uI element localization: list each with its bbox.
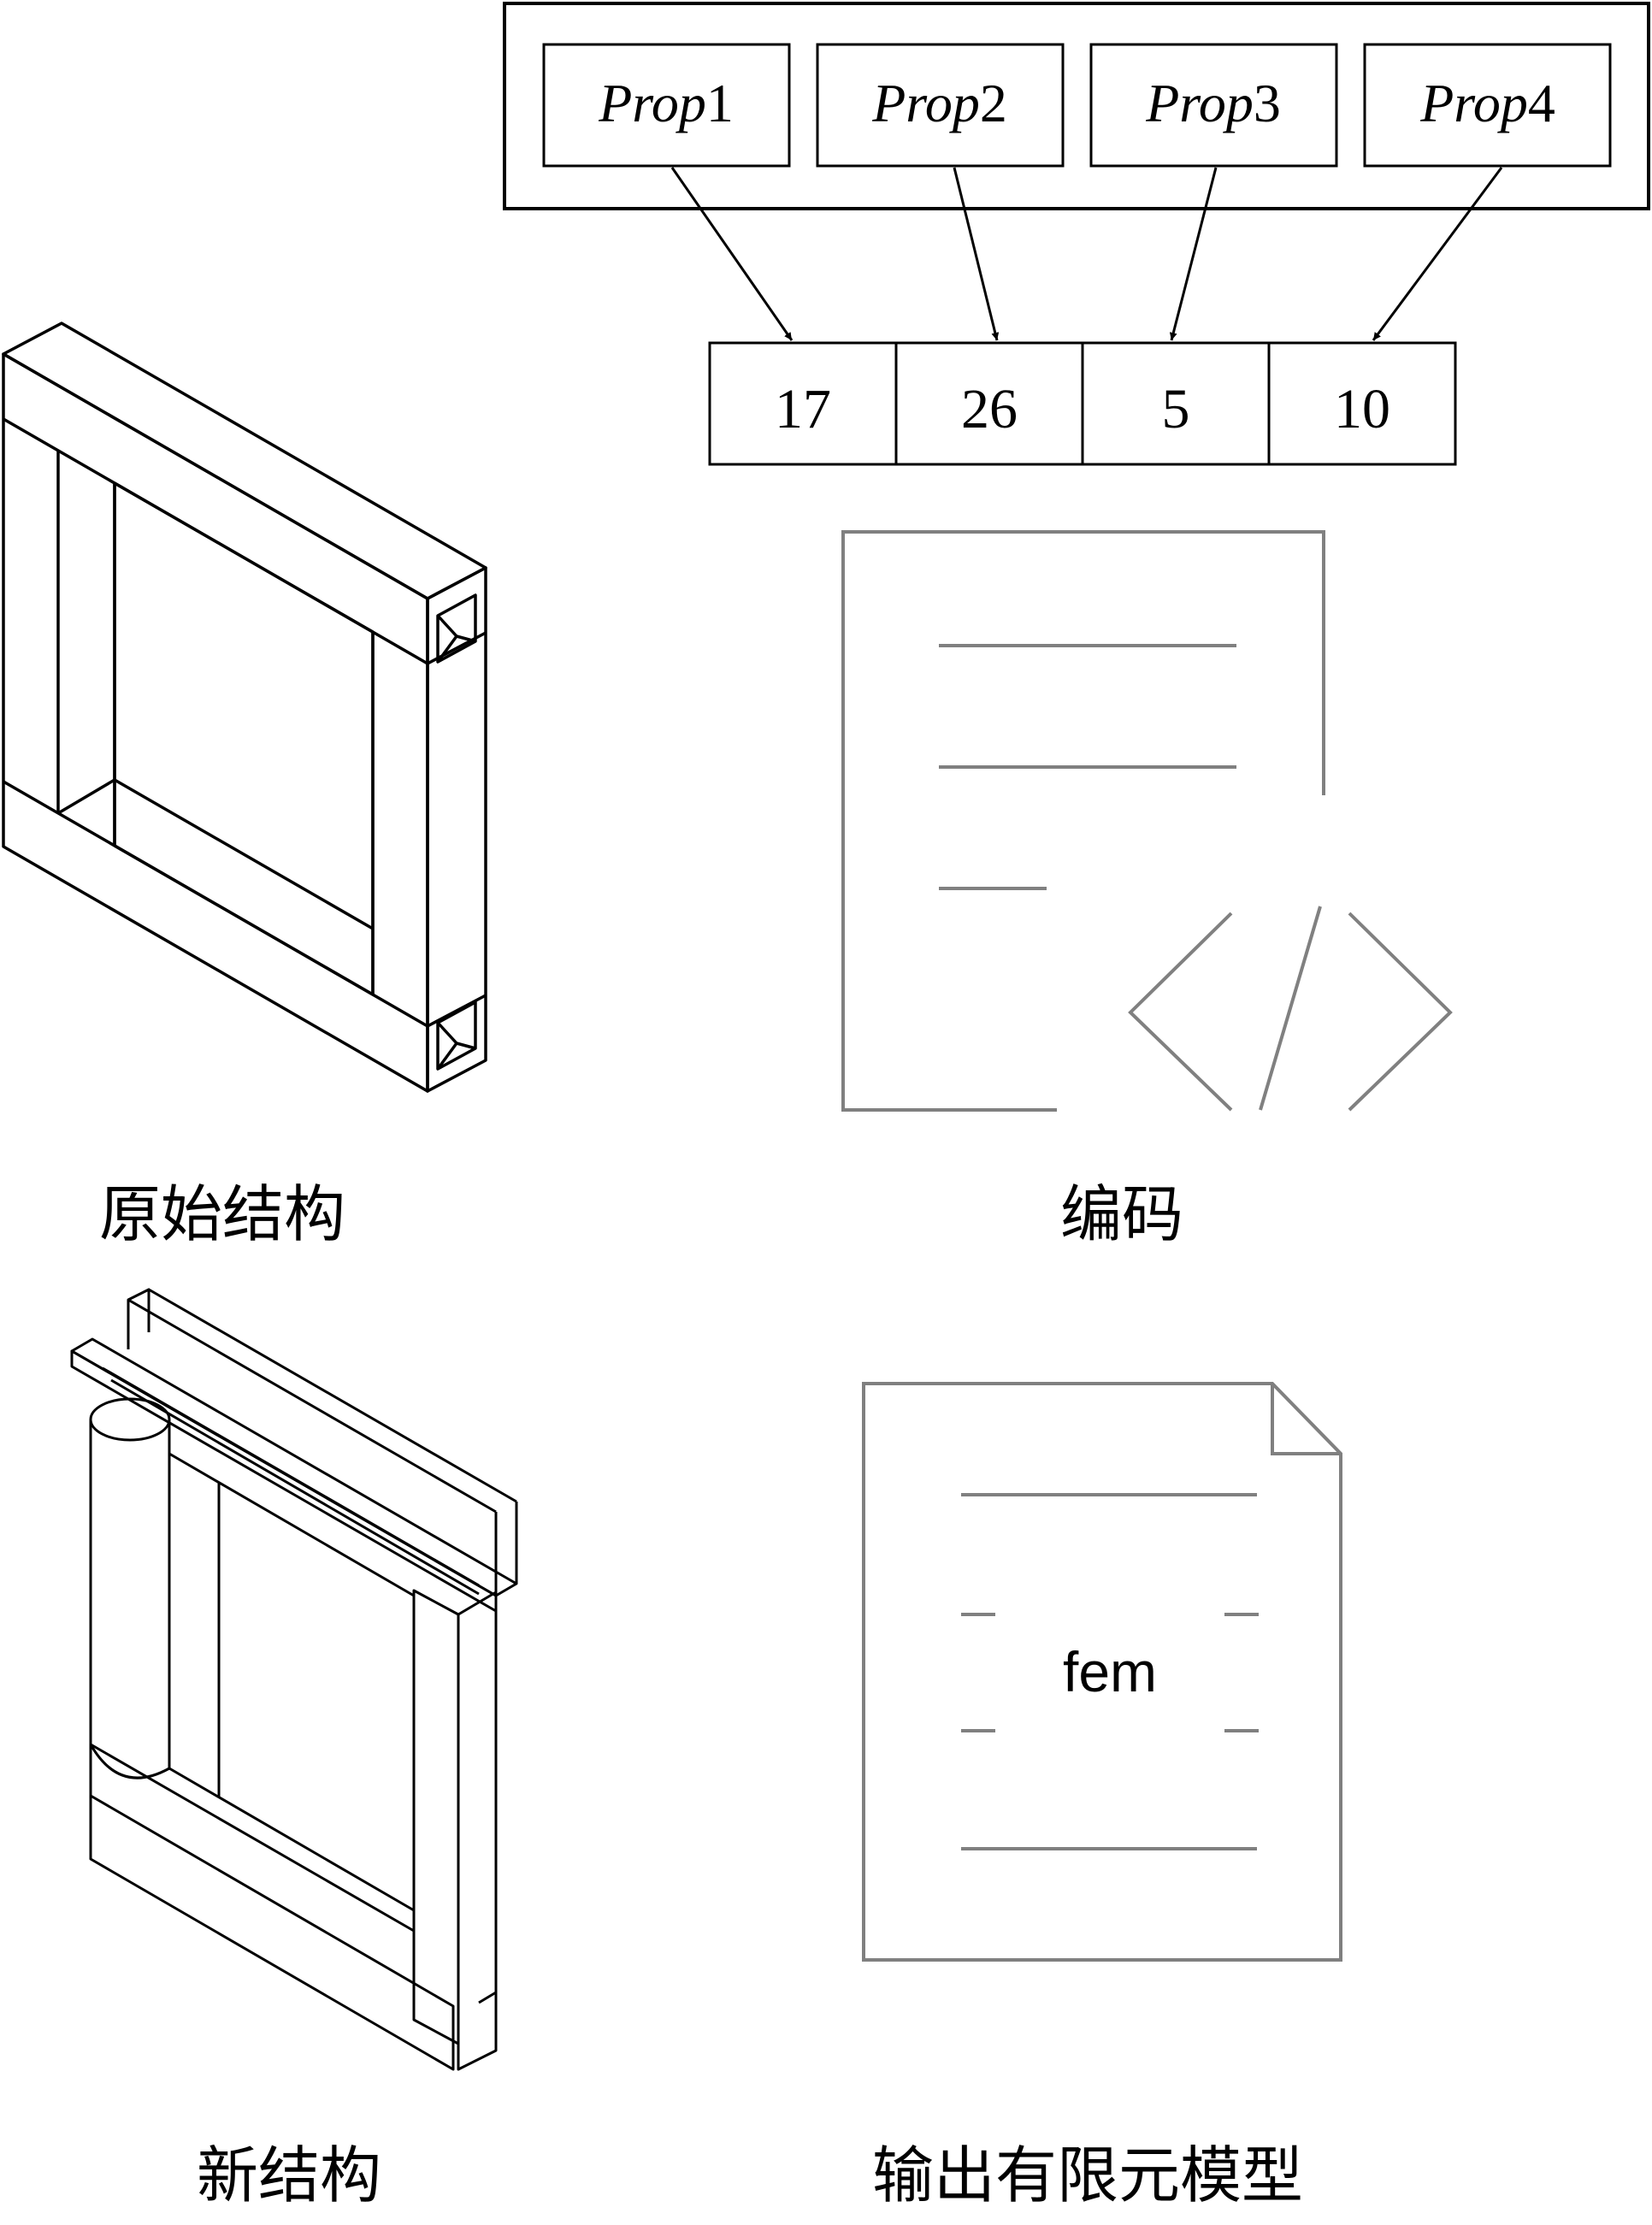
property-label-3: Prop3 xyxy=(1145,73,1281,133)
property-box-2: Prop2 xyxy=(816,43,1065,168)
fem-file-label: fem xyxy=(1063,1640,1157,1703)
arrow-3 xyxy=(1169,167,1218,341)
caption-original-structure: 原始结构 xyxy=(99,1178,346,1250)
arrow-2 xyxy=(953,167,1000,341)
encoded-value-4: 10 xyxy=(1334,378,1390,440)
property-box-3: Prop3 xyxy=(1089,43,1338,168)
encoded-value-2: 26 xyxy=(961,378,1018,440)
property-box-4: Prop4 xyxy=(1363,43,1612,168)
caption-output-fem-model: 输出有限元模型 xyxy=(872,2139,1304,2211)
encoded-value-1: 17 xyxy=(775,378,831,440)
new-structure-drawing xyxy=(70,1288,518,2071)
property-label-2: Prop2 xyxy=(871,73,1007,133)
fem-document-icon xyxy=(862,1382,1342,1962)
arrow-4 xyxy=(1372,167,1503,341)
property-panel-frame xyxy=(503,2,1650,210)
caption-encoding: 编码 xyxy=(1060,1178,1184,1250)
caption-new-structure: 新结构 xyxy=(197,2139,382,2211)
property-box-1: Prop1 xyxy=(542,43,791,168)
encoded-value-row: 17 26 5 10 xyxy=(708,341,1457,466)
property-panel: Prop1 Prop2 Prop3 Prop4 xyxy=(503,2,1650,210)
code-document-icon xyxy=(841,530,1453,1112)
encoded-value-3: 5 xyxy=(1162,378,1190,440)
property-label-4: Prop4 xyxy=(1419,73,1555,133)
arrow-1 xyxy=(670,167,794,341)
mapping-arrows xyxy=(670,167,1503,341)
property-label-1: Prop1 xyxy=(598,73,734,133)
original-structure-drawing xyxy=(2,322,487,1093)
